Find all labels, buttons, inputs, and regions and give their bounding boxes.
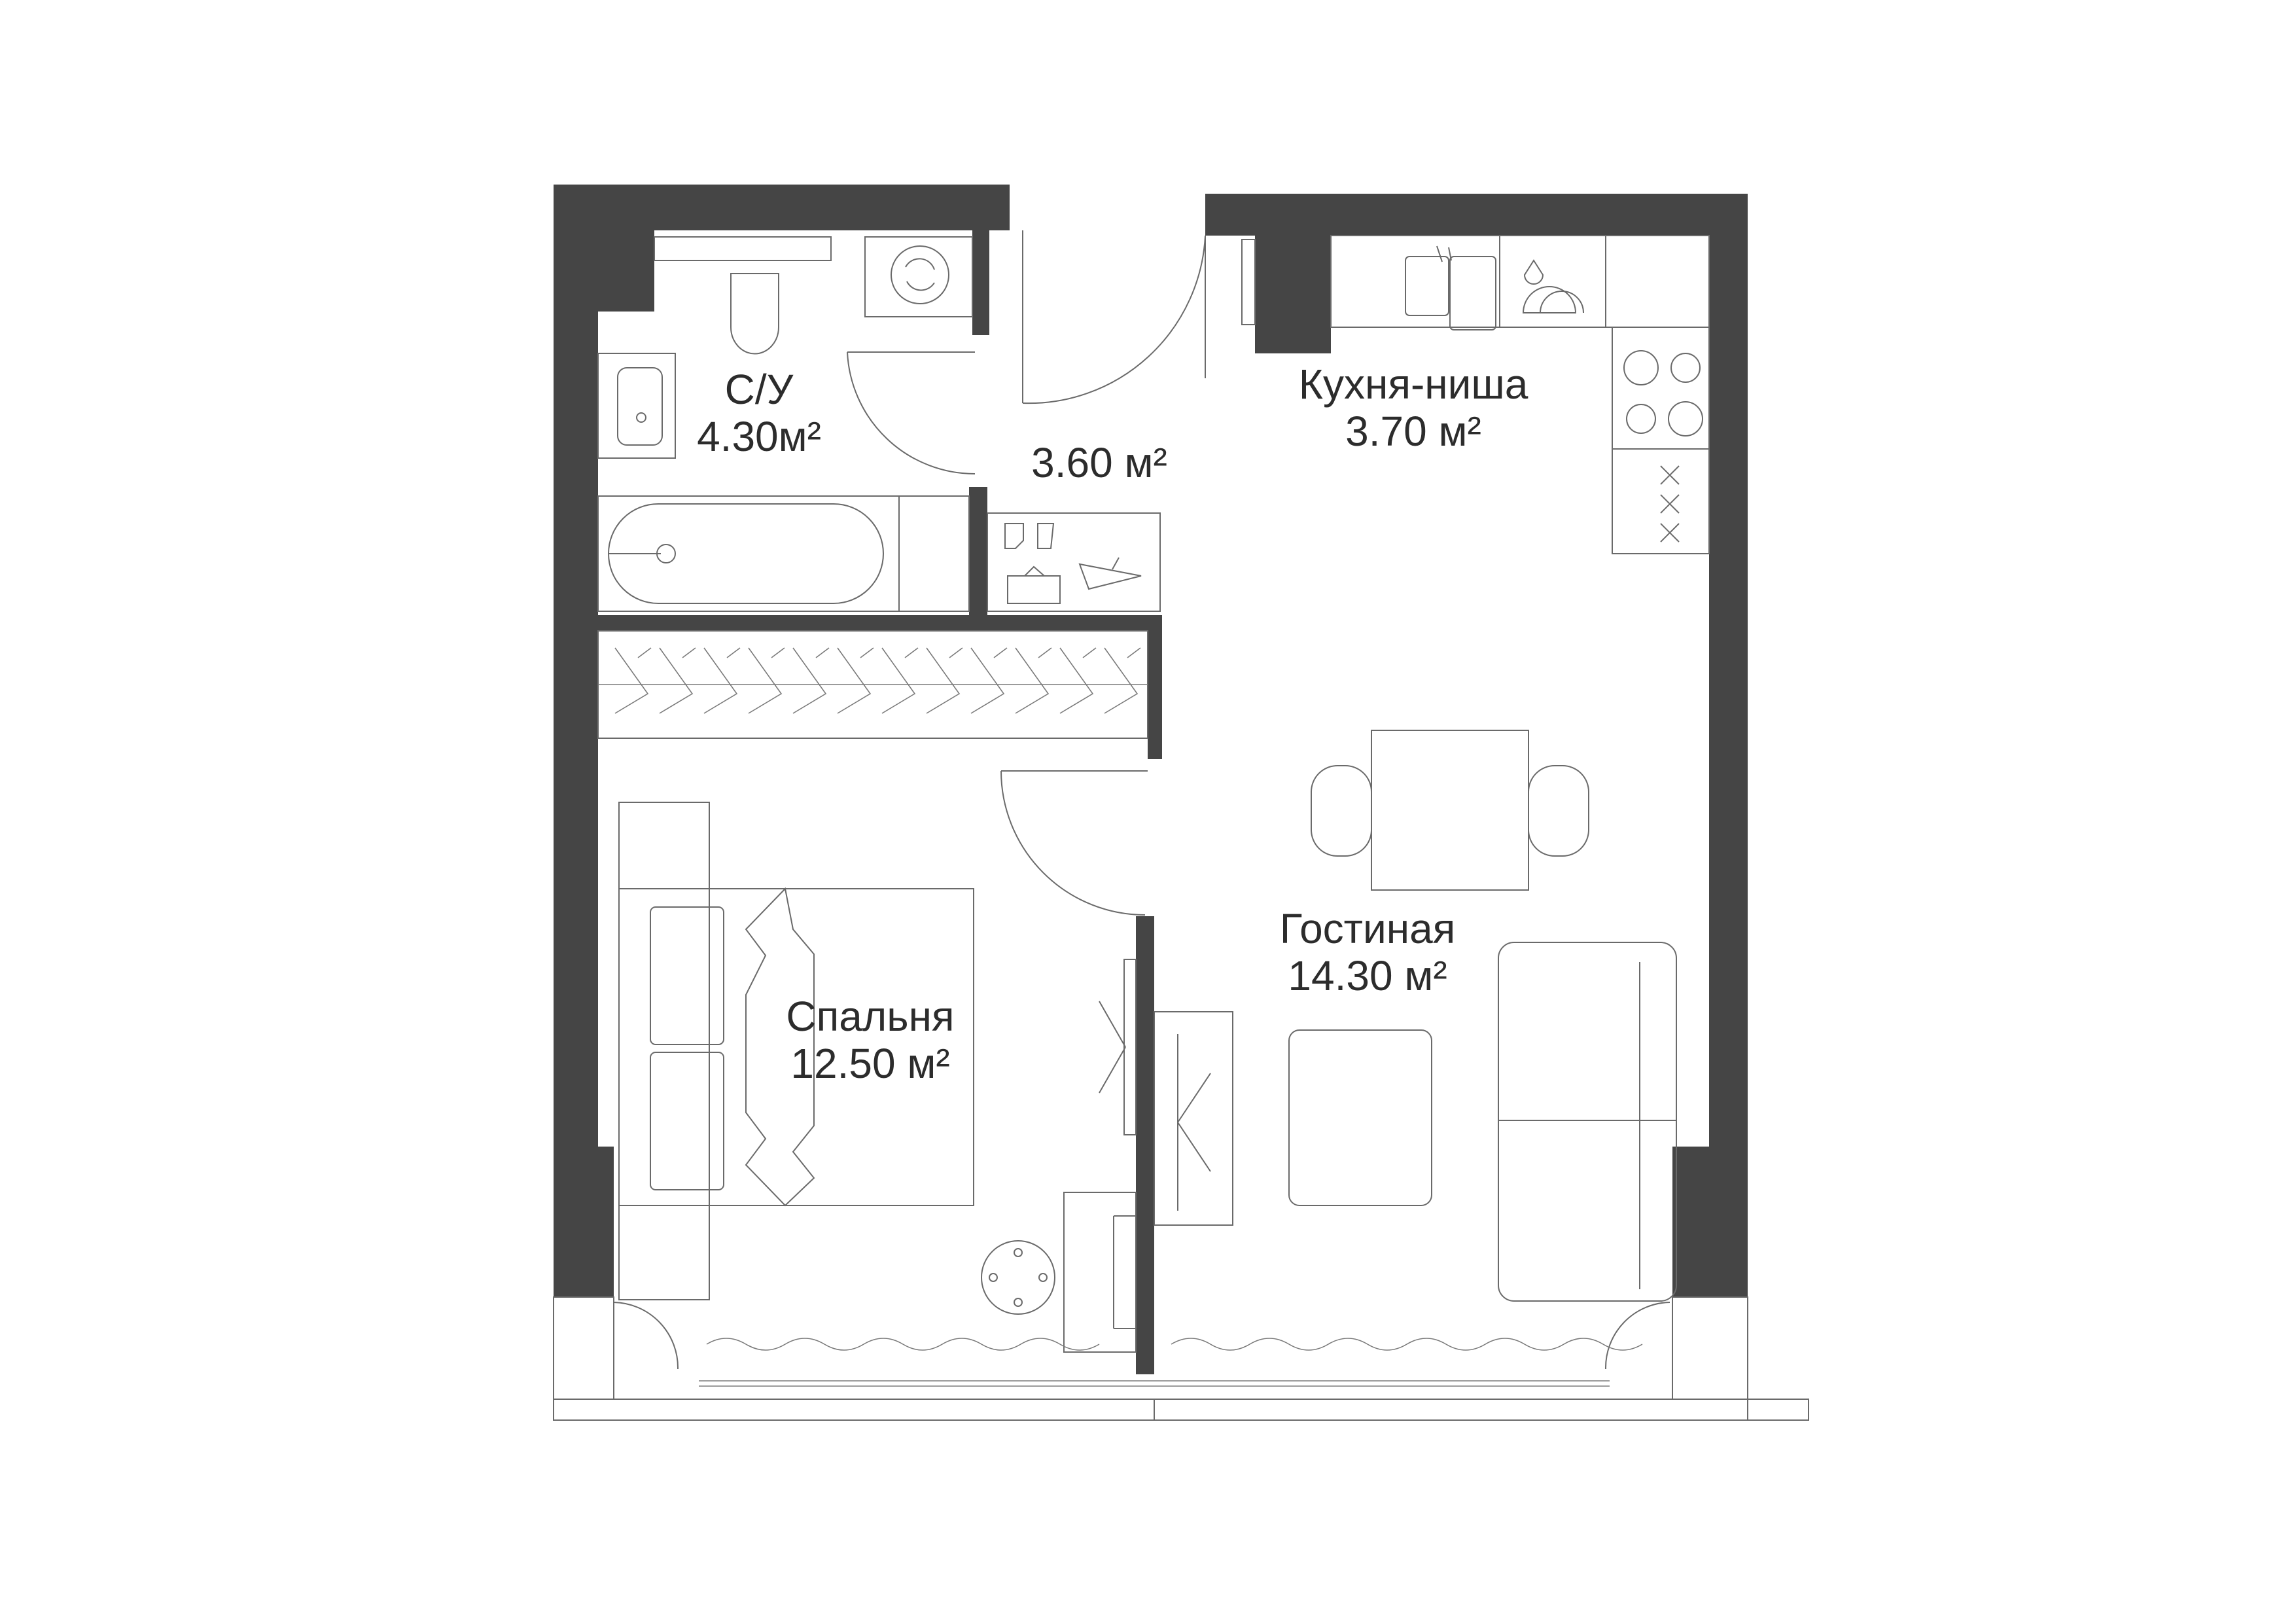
window-frames [553,1296,1809,1421]
kitchen-area: 3.70 м² [1345,407,1481,455]
bathroom-name: С/У [724,366,794,413]
desk [1063,1192,1137,1353]
kitchen-sink-icon [1405,256,1449,316]
stool-leg-1 [1014,1248,1023,1257]
walls [554,185,1748,1374]
blanket-fold [745,887,815,1207]
living-area: 14.30 м² [1288,952,1447,999]
fridge [1241,239,1256,325]
burner-icon-1 [1623,350,1659,385]
round-stool [981,1240,1055,1315]
wall-wardrobe-right [1148,615,1162,759]
wall-bath-hall [969,487,987,615]
stool-leg-3 [1038,1273,1048,1282]
hall-fixtures [987,512,1161,612]
wall-left-lower [554,1147,614,1297]
bedroom-door-swing [1000,770,1146,916]
bed-headboard [618,802,710,1300]
bottom-window-left [553,1399,1809,1421]
wall-top-right [1205,194,1748,236]
pillow-bottom [650,1052,724,1190]
bedroom-area: 12.50 м² [790,1039,950,1087]
wall-right-lower [1672,1147,1748,1297]
armchair [1288,1029,1432,1206]
bottom-window-right [1154,1399,1748,1421]
stool-leg-4 [1014,1298,1023,1307]
bedroom-name: Спальня [786,993,955,1040]
tv-icon-living [1177,1034,1211,1211]
bathroom-door-swing [847,351,976,475]
sink-basin-icon [617,367,663,446]
dishwasher-drop-icon [1523,259,1544,285]
label-hall: 3.60 м² [1008,439,1191,487]
stove [1612,327,1710,450]
tv-icon-bedroom [1099,1001,1126,1094]
hanger-icons [614,647,1141,714]
box-icon [1007,565,1061,604]
wall-right [1709,194,1748,1147]
burner-icon-4 [1668,401,1703,437]
curtain-bedroom [706,1338,1100,1351]
pillow-top [650,906,724,1045]
stool-leg-2 [989,1273,998,1282]
entrance-door-swing [1022,235,1206,404]
dining-table [1371,730,1529,891]
wall-bath-wardrobe [598,615,1162,631]
hall-area: 3.60 м² [1031,439,1167,486]
bathroom-area: 4.30м² [697,412,821,460]
tv-cabinet-bedroom [1123,959,1137,1135]
burner-icon-2 [1670,353,1701,383]
bath-shelf [898,495,970,612]
kitchen-name: Кухня-ниша [1298,361,1528,408]
doors [613,230,1670,1370]
sink-counter [597,353,676,459]
washer-drum-icon [891,245,949,304]
toilet-icon [730,273,779,355]
bedroom-balcony-door [613,1302,679,1370]
sofa-outline [1498,942,1677,1302]
x-marks-icon [1660,465,1680,543]
bedroom-furniture [618,802,1137,1353]
right-pier-outline [1672,1296,1748,1400]
shoe-cabinet [987,512,1161,612]
bathroom-fixtures [597,236,973,612]
living-balcony-door [1604,1302,1670,1370]
bathroom-shaft [586,230,654,312]
curtain-living [1171,1338,1643,1351]
label-bedroom: Спальня 12.50 м² [752,993,988,1087]
toilet-cistern [654,236,832,261]
label-kitchen: Кухня-ниша 3.70 м² [1269,361,1557,455]
washer-arrows-icon [905,258,935,291]
living-name: Гостиная [1279,905,1456,952]
chair-icon-bedroom [1113,1215,1136,1329]
kitchen-column [1255,230,1331,353]
kitchen-sink-bowl-icon [1449,256,1496,330]
boots-icon [1004,523,1055,549]
dining-chair-right [1528,765,1589,857]
kitchen-fixtures [1241,235,1710,554]
living-furniture [1154,730,1677,1351]
wall-bedroom-living [1136,916,1154,1374]
hanger-icon [1078,557,1142,590]
faucet-icon [1436,245,1452,262]
washer-box [864,236,973,317]
label-living: Гостиная 14.30 м² [1243,905,1492,999]
wall-left-upper [554,185,598,1147]
dining-chair-left [1311,765,1372,857]
bed-frame [618,888,974,1206]
burner-icon-3 [1626,404,1656,434]
left-pier-outline [553,1296,614,1400]
label-bathroom: С/У 4.30м² [687,366,831,460]
sink-drain-icon [636,412,646,423]
washer-kitchen [1612,448,1710,554]
tv-cabinet-living [1154,1011,1233,1226]
dishwasher-dishes-icon [1522,286,1584,313]
kitchen-counter [1330,235,1710,328]
wardrobe [597,630,1148,739]
bathroom-door-jamb [972,230,989,335]
wall-top-left [554,185,1010,230]
